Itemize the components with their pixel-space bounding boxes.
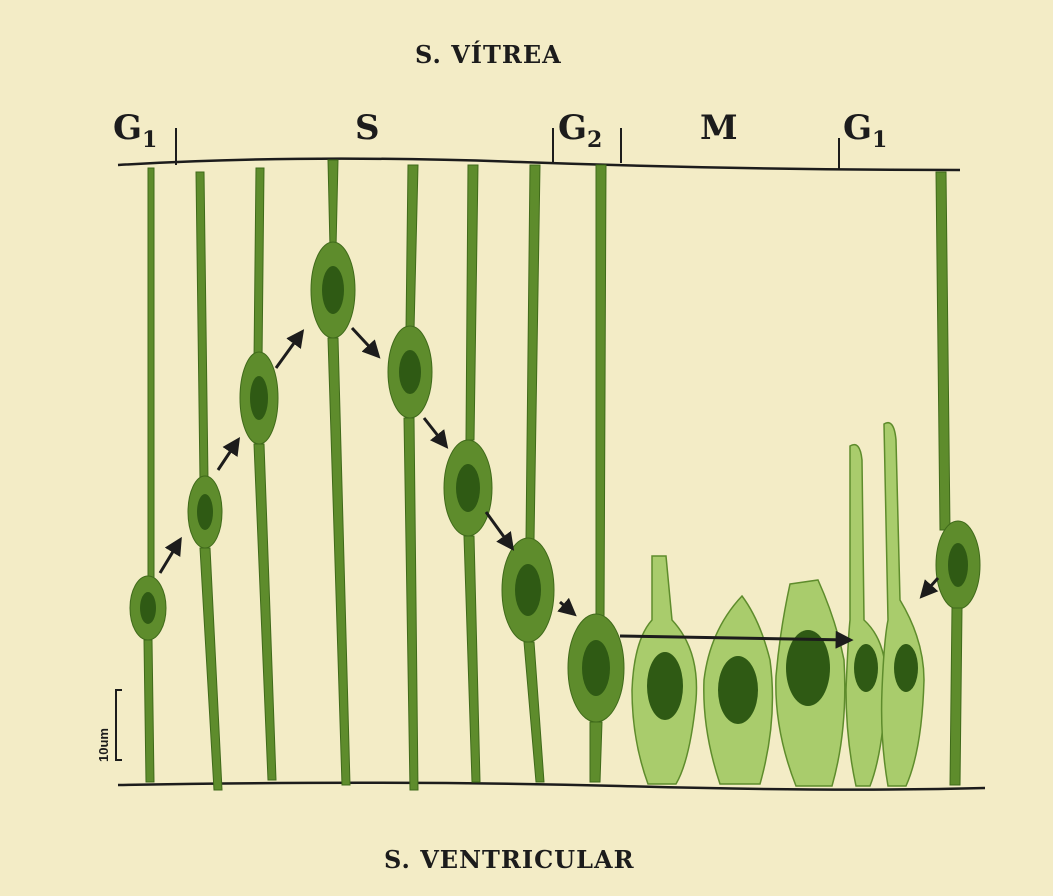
cell-g2 bbox=[568, 165, 624, 782]
scale-bar-label: 10um bbox=[96, 728, 111, 762]
cell-daughter-1 bbox=[846, 445, 886, 786]
cell-s-mid-1 bbox=[240, 168, 278, 780]
cell-s-mid-2 bbox=[388, 165, 432, 790]
cell-s-apical bbox=[311, 160, 355, 785]
cell-s-late-2 bbox=[502, 165, 554, 782]
migration-arrow bbox=[560, 602, 574, 614]
chromatin-daughter-1 bbox=[854, 644, 878, 692]
ventricular-surface-label: S. VENTRICULAR bbox=[384, 845, 635, 874]
cell-g1-right bbox=[936, 172, 980, 785]
migration-arrow bbox=[352, 328, 378, 356]
migration-arrow bbox=[424, 418, 446, 446]
migration-arrow bbox=[218, 440, 238, 470]
chromatin-mitotic-2 bbox=[718, 656, 758, 724]
chromatin-mitotic-3 bbox=[786, 630, 830, 706]
cell-s-early bbox=[188, 172, 222, 790]
migration-arrow bbox=[276, 332, 302, 368]
cell-s-late-1 bbox=[444, 165, 492, 782]
migration-arrow bbox=[160, 540, 180, 573]
migration-arrow bbox=[922, 578, 938, 596]
cell-daughter-2 bbox=[882, 423, 924, 786]
scale-bar bbox=[116, 690, 122, 760]
chromatin-daughter-2 bbox=[894, 644, 918, 692]
chromatin-mitotic-1 bbox=[647, 652, 683, 720]
migration-arrow bbox=[486, 512, 512, 548]
cell-g1 bbox=[130, 168, 166, 782]
